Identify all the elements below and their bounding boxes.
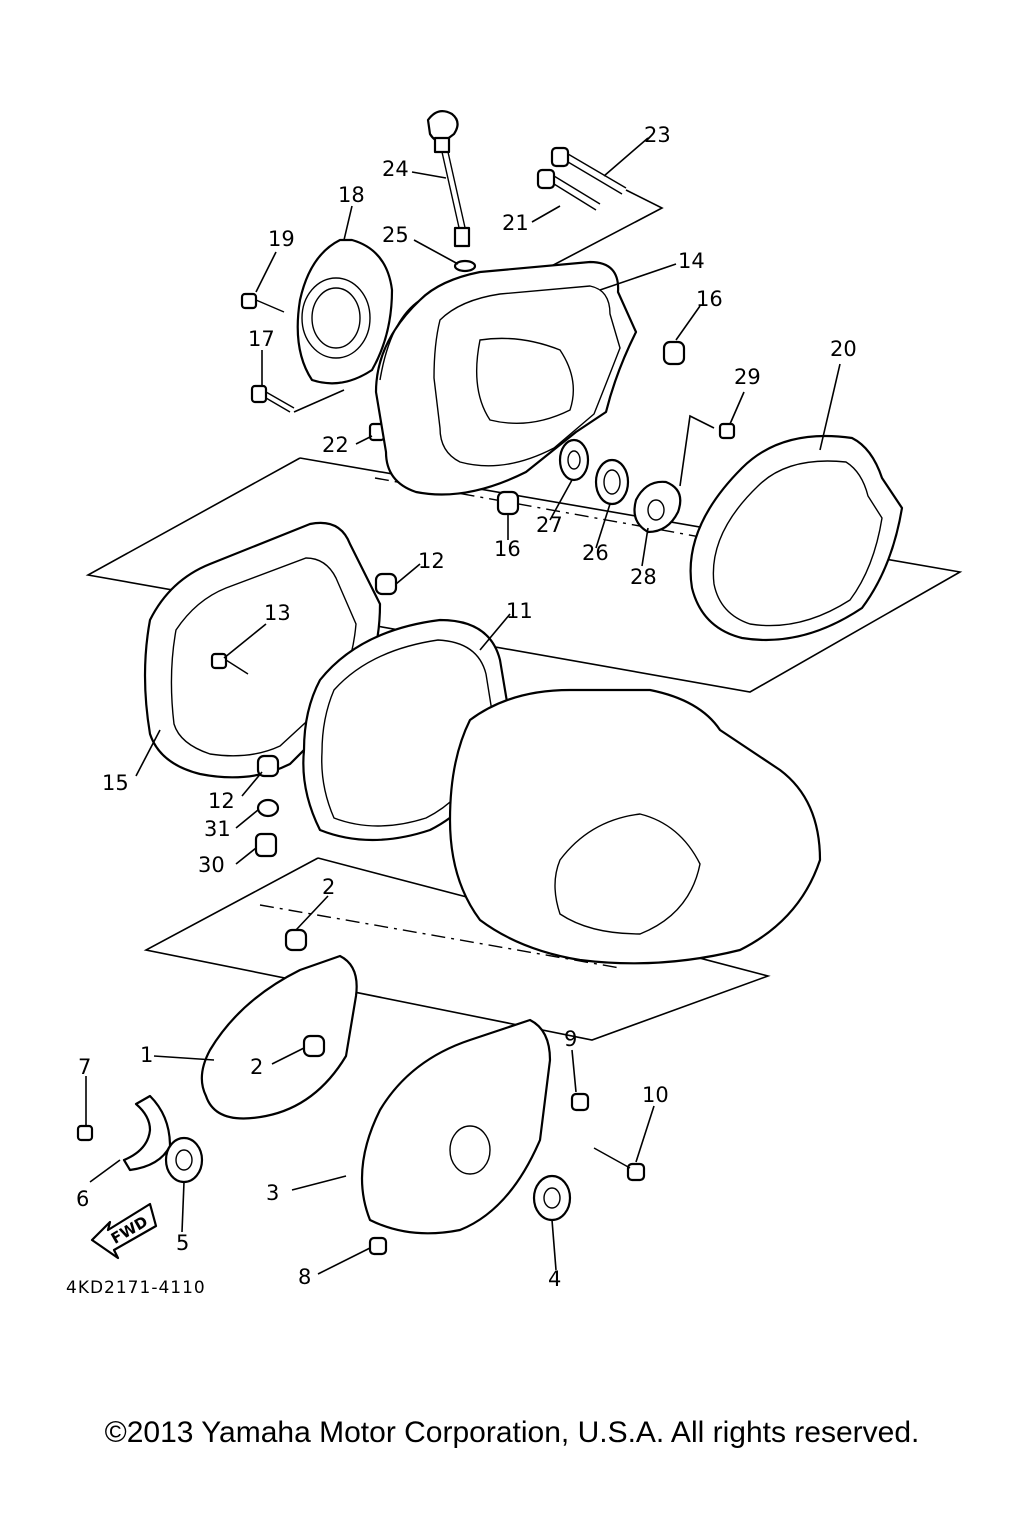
cover-plate-part [296, 238, 394, 385]
dowel-pin-part [284, 928, 308, 952]
oil-seal-part [164, 1136, 204, 1184]
callout-11: 11 [506, 599, 533, 623]
lower-cover-assembly: FWD [76, 928, 646, 1260]
collar-part [496, 490, 520, 516]
callout-4: 4 [548, 1267, 561, 1291]
bracket-part [122, 1094, 172, 1172]
crankcase-cover-part [374, 260, 638, 496]
callout-7: 7 [78, 1055, 91, 1079]
callout-21: 21 [502, 211, 529, 235]
crankcase-part [448, 688, 822, 965]
callout-19: 19 [268, 227, 295, 251]
bolt-part [76, 1124, 94, 1142]
dowel-pin-part [302, 1034, 326, 1058]
callout-2: 2 [250, 1055, 263, 1079]
callout-26: 26 [582, 541, 609, 565]
callout-17: 17 [248, 327, 275, 351]
collar-part [374, 572, 398, 596]
oil-gauge-part [426, 109, 477, 273]
callout-31: 31 [204, 817, 231, 841]
bearing-part [558, 438, 590, 482]
bolt-part [368, 1236, 388, 1256]
screw-part [718, 422, 736, 440]
callout-16: 16 [494, 537, 521, 561]
diagram-code: 4KD2171-4110 [66, 1278, 206, 1298]
callout-14: 14 [678, 249, 705, 273]
callout-12: 12 [418, 549, 445, 573]
callout-9: 9 [564, 1027, 577, 1051]
callout-10: 10 [642, 1083, 669, 1107]
drain-plug-part [254, 832, 278, 858]
leader-lines [85, 137, 841, 1275]
cover-gasket-part [689, 434, 904, 642]
callout-12: 12 [208, 789, 235, 813]
oil-seal-part [594, 458, 630, 506]
washer-part [256, 798, 280, 818]
collar-part [662, 340, 686, 366]
left-cover-part [360, 1018, 552, 1235]
callout-29: 29 [734, 365, 761, 389]
callout-27: 27 [536, 513, 563, 537]
callout-30: 30 [198, 853, 225, 877]
callout-22: 22 [322, 433, 349, 457]
callout-23: 23 [644, 123, 671, 147]
callout-1: 1 [140, 1043, 153, 1067]
middle-cover-assembly [143, 521, 822, 965]
callout-5: 5 [176, 1231, 189, 1255]
callout-13: 13 [264, 601, 291, 625]
callout-3: 3 [266, 1181, 279, 1205]
callout-15: 15 [102, 771, 129, 795]
bolt-part [626, 1162, 646, 1182]
copyright-notice: ©2013 Yamaha Motor Corporation, U.S.A. A… [104, 1416, 920, 1449]
left-cover-gasket-part [200, 954, 358, 1120]
small-gasket-part [633, 480, 682, 534]
long-bolt-parts [536, 146, 664, 273]
callout-25: 25 [382, 223, 409, 247]
callout-20: 20 [830, 337, 857, 361]
callout-18: 18 [338, 183, 365, 207]
bolt-part [210, 652, 228, 670]
callout-labels: 23 24 18 21 19 25 14 16 17 20 29 22 27 1… [76, 123, 857, 1291]
crankcase-cover-assembly [240, 109, 904, 642]
collar-part [256, 754, 280, 778]
forward-direction-arrow-icon: FWD [90, 1202, 158, 1260]
callout-16: 16 [696, 287, 723, 311]
oil-seal-part [532, 1174, 572, 1222]
callout-6: 6 [76, 1187, 89, 1211]
bolt-part [570, 1092, 590, 1112]
callout-24: 24 [382, 157, 409, 181]
callout-8: 8 [298, 1265, 311, 1289]
callout-2: 2 [322, 875, 335, 899]
callout-28: 28 [630, 565, 657, 589]
